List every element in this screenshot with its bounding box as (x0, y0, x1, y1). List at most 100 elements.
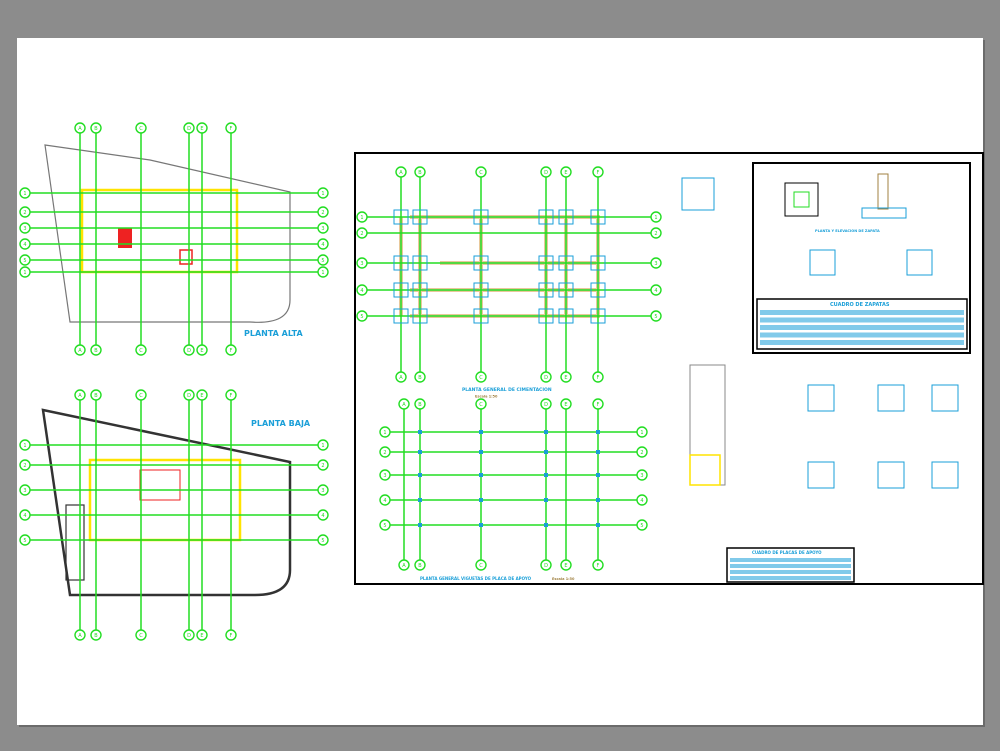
grid-label: C (479, 402, 483, 408)
pedestal-detail (681, 177, 715, 211)
grid-bubble (592, 371, 604, 383)
grid-label: 3 (640, 473, 643, 479)
grid-bubble (19, 222, 31, 234)
grid-label: 5 (23, 258, 26, 264)
grid-bubble (135, 389, 147, 401)
column (479, 498, 483, 502)
grid-label: 5 (321, 538, 324, 544)
grid-bubble (592, 559, 604, 571)
grid-label: B (94, 393, 98, 399)
grid-bubble (196, 629, 208, 641)
grid-label: 4 (360, 288, 363, 294)
grid-label: D (187, 393, 191, 399)
grid-label: E (564, 563, 567, 569)
grid-label: 3 (360, 261, 363, 267)
grid-bubble (19, 509, 31, 521)
grid-label: 3 (23, 488, 26, 494)
title-planta-alta: PLANTA ALTA (244, 329, 303, 338)
grid-bubble (183, 629, 195, 641)
grid-bubble (475, 371, 487, 383)
footing (558, 255, 574, 271)
grid-label: 4 (640, 498, 643, 504)
grid-bubble (650, 227, 662, 239)
bath-alta (179, 249, 193, 265)
grid-bubble (379, 426, 391, 438)
grid-label: 1 (23, 191, 26, 197)
plate-detail (877, 384, 905, 412)
column (544, 523, 548, 527)
plate-detail (931, 461, 959, 489)
column (596, 523, 600, 527)
grid-label: 1 (321, 270, 324, 276)
grid-label: 1 (23, 270, 26, 276)
plate-detail (877, 461, 905, 489)
grid-bubble (90, 629, 102, 641)
grid-label: 2 (23, 463, 26, 469)
grid-label: E (564, 170, 567, 176)
footing (412, 308, 428, 324)
footing (473, 282, 489, 298)
column (418, 450, 422, 454)
grid-bubble (650, 310, 662, 322)
grid-label: B (418, 563, 422, 569)
grid-label: 4 (321, 513, 324, 519)
column (418, 430, 422, 434)
grid-label: D (187, 633, 191, 639)
column (544, 498, 548, 502)
grid-bubble (379, 494, 391, 506)
title-cuadro-zapatas: CUADRO DE ZAPATAS (830, 302, 890, 308)
grid-label: B (94, 633, 98, 639)
table-row (730, 558, 851, 562)
lot-outline-alta (44, 144, 291, 323)
grid-bubble (135, 629, 147, 641)
tables-layer (730, 310, 964, 580)
grid-bubble (135, 344, 147, 356)
grid-label: F (230, 393, 233, 399)
grid-label: A (399, 375, 403, 381)
grid-bubble (636, 446, 648, 458)
grid-label: 2 (321, 463, 324, 469)
grid-bubble (650, 211, 662, 223)
grid-label: 5 (360, 314, 363, 320)
grid-label: E (200, 126, 203, 132)
grid-label: B (94, 126, 98, 132)
grid-bubble (74, 344, 86, 356)
column (479, 430, 483, 434)
grid-bubble (19, 238, 31, 250)
footing (558, 308, 574, 324)
column (418, 498, 422, 502)
grid-label: F (230, 126, 233, 132)
grid-bubble (650, 284, 662, 296)
grid-bubble (636, 426, 648, 438)
grid-bubble (225, 122, 237, 134)
grid-bubble (414, 371, 426, 383)
zapata-plan (784, 182, 819, 217)
grid-label: B (418, 375, 422, 381)
grid-label: 4 (321, 242, 324, 248)
plate-detail (807, 384, 835, 412)
grid-bubble (317, 439, 329, 451)
column (596, 473, 600, 477)
grid-bubble (317, 206, 329, 218)
grid-label: C (139, 348, 143, 354)
grid-label: E (200, 348, 203, 354)
title-vigas: PLANTA GENERAL VIGUETAS DE PLACA DE APOY… (420, 576, 532, 581)
footing (473, 308, 489, 324)
footing (590, 282, 606, 298)
grid-label: 5 (640, 523, 643, 529)
grid-label: A (78, 393, 82, 399)
room-baja (139, 469, 181, 501)
grid-bubble (636, 519, 648, 531)
grid-bubble (560, 398, 572, 410)
grid-bubble (560, 166, 572, 178)
zapata-elevation-base (861, 207, 907, 219)
footing (412, 209, 428, 225)
grid-bubble (636, 494, 648, 506)
grid-label: 3 (23, 226, 26, 232)
grid-label: 3 (383, 473, 386, 479)
grid-bubble (356, 310, 368, 322)
grid-label: E (200, 633, 203, 639)
grid-bubble (398, 398, 410, 410)
footing (473, 209, 489, 225)
